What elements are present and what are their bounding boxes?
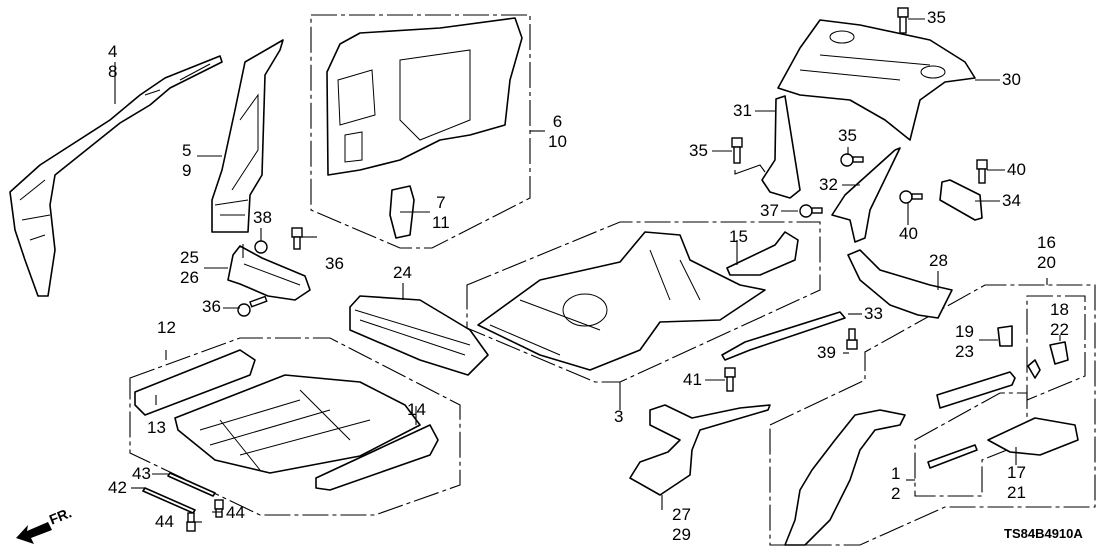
part-sill-12-13[interactable] (134, 349, 256, 416)
group-box-frame-rear (769, 284, 1096, 546)
callout-44-right[interactable]: 44 (226, 503, 245, 522)
group-box-18-22 (1026, 295, 1086, 401)
callout-28[interactable]: 28 (929, 251, 948, 270)
part-bracket-34[interactable] (939, 179, 983, 221)
part-brace-33[interactable] (721, 311, 846, 361)
part-bracket-19-23[interactable] (997, 325, 1013, 347)
leader-lines (114, 18, 1061, 523)
part-plate-17-21[interactable] (987, 417, 1079, 456)
part-rail-1-2[interactable] (927, 444, 978, 469)
diagram-code: TS84B4910A (1004, 526, 1083, 541)
callout-43[interactable]: 43 (132, 464, 151, 483)
callout-24[interactable]: 24 (393, 263, 412, 282)
callout-44-left[interactable]: 44 (155, 512, 174, 531)
callout-13[interactable]: 13 (147, 418, 166, 437)
part-crossmember-28[interactable] (847, 249, 953, 319)
part-channel[interactable] (936, 371, 1016, 409)
part-crossmember-25-26[interactable] (227, 245, 311, 301)
callout-35-top[interactable]: 35 (927, 8, 946, 27)
part-front-floor[interactable] (174, 374, 421, 474)
callout-35-mid[interactable]: 35 (838, 126, 857, 145)
group-box-1-2 (914, 392, 1028, 497)
callout-14[interactable]: 14 (407, 400, 426, 419)
part-clip[interactable] (1027, 359, 1041, 379)
group-box-floor-rear (466, 221, 821, 383)
part-frame-27-29[interactable] (629, 404, 771, 496)
callout-42[interactable]: 42 (108, 478, 127, 497)
callout-40-right[interactable]: 40 (1007, 160, 1026, 179)
callout-40-bottom[interactable]: 40 (899, 224, 918, 243)
callout-37[interactable]: 37 (760, 201, 779, 220)
nut-icon (237, 153, 923, 317)
part-rod-42[interactable] (142, 487, 196, 514)
part-brace-32[interactable] (831, 147, 901, 243)
callout-36-upper[interactable]: 36 (325, 254, 344, 273)
callout-3[interactable]: 3 (614, 407, 624, 426)
part-sill-14[interactable] (315, 424, 439, 491)
callout-30[interactable]: 30 (1002, 70, 1021, 89)
callout-41[interactable]: 41 (683, 370, 702, 389)
part-rear-frame[interactable] (784, 409, 906, 546)
callout-35-left[interactable]: 35 (689, 141, 708, 160)
callout-15[interactable]: 15 (729, 227, 748, 246)
callout-31[interactable]: 31 (733, 101, 752, 120)
part-rear-panel-30[interactable] (777, 19, 976, 141)
part-plate-18-22[interactable] (1049, 341, 1069, 365)
callout-34[interactable]: 34 (1002, 191, 1021, 210)
part-crossmember-24[interactable] (349, 295, 489, 376)
callout-38[interactable]: 38 (253, 208, 272, 227)
part-rod-43[interactable] (167, 472, 216, 497)
front-direction-arrow-icon (16, 522, 52, 544)
callout-36-lower[interactable]: 36 (202, 297, 221, 316)
part-bracket-15[interactable] (726, 231, 799, 276)
callout-39[interactable]: 39 (817, 343, 836, 362)
group-box-6-10 (310, 14, 531, 249)
part-b-pillar[interactable] (211, 39, 284, 233)
callout-33[interactable]: 33 (864, 304, 883, 323)
callout-32[interactable]: 32 (819, 175, 838, 194)
part-a-pillar[interactable] (9, 55, 223, 297)
bolt-icon (186, 7, 988, 532)
part-brace-31[interactable] (761, 95, 801, 199)
callout-12[interactable]: 12 (157, 318, 176, 337)
part-rear-inner-panel[interactable] (326, 17, 523, 176)
part-rear-floor[interactable] (477, 231, 766, 371)
